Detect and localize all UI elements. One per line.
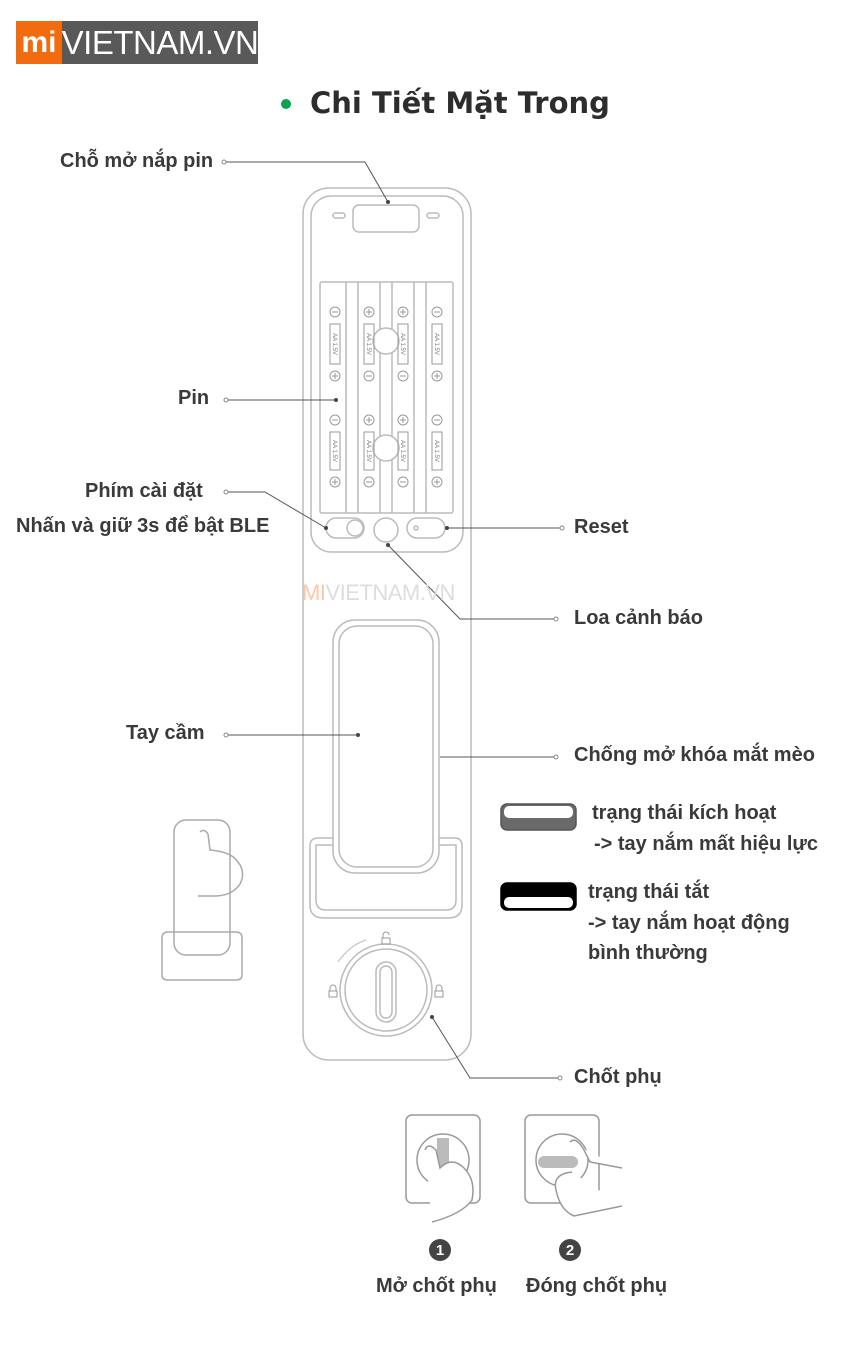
battery-plus-icon	[431, 370, 443, 382]
page-title: Chi Tiết Mặt Trong	[310, 86, 610, 120]
label-settings-key: Phím cài đặt	[85, 480, 203, 502]
battery-minus-icon	[363, 476, 375, 488]
logo: mi VIETNAM.VN	[16, 21, 259, 64]
battery-label: AA 1.5V	[433, 333, 439, 355]
label-alarm-speaker: Loa cảnh báo	[574, 607, 703, 629]
battery-minus-icon	[397, 476, 409, 488]
label-reset: Reset	[574, 516, 629, 538]
logo-mi-mark: mi	[16, 21, 62, 64]
top-panel	[310, 195, 464, 553]
step-1-illustration	[405, 1114, 481, 1223]
battery-plus-icon	[397, 306, 409, 318]
battery-cell	[431, 323, 443, 365]
battery-plus-icon	[397, 414, 409, 426]
battery-cell	[397, 323, 409, 365]
battery-plus-icon	[329, 476, 341, 488]
step-1-label: Mở chốt phụ	[376, 1275, 497, 1297]
step-2-badge: 2	[559, 1239, 581, 1261]
battery-label: AA 1.5V	[331, 333, 337, 355]
battery-minus-icon	[329, 414, 341, 426]
battery-minus-icon	[431, 306, 443, 318]
battery-cell	[363, 431, 375, 471]
battery-label: AA 1.5V	[365, 333, 371, 355]
battery-label: AA 1.5V	[399, 440, 405, 462]
bullet-icon	[281, 99, 291, 109]
legend-active-line2: -> tay nắm mất hiệu lực	[594, 833, 818, 855]
status-off-icon	[500, 882, 577, 911]
lock-body	[302, 187, 472, 1061]
battery-label: AA 1.5V	[433, 440, 439, 462]
status-active-icon	[500, 803, 577, 831]
battery-minus-icon	[363, 370, 375, 382]
label-battery: Pin	[178, 387, 210, 409]
battery-plus-icon	[329, 370, 341, 382]
label-aux-latch: Chốt phụ	[574, 1066, 662, 1088]
step-1-badge: 1	[429, 1239, 451, 1261]
label-anti-peephole: Chống mở khóa mắt mèo	[574, 744, 815, 766]
handle	[332, 619, 440, 874]
speaker	[373, 517, 399, 543]
label-handle: Tay cầm	[126, 722, 205, 744]
step-2-label: Đóng chốt phụ	[526, 1275, 668, 1297]
battery-cell	[329, 323, 341, 365]
reset-button	[406, 517, 446, 539]
hand-on-handle-illustration	[161, 819, 244, 981]
battery-cell	[397, 431, 409, 471]
handle-base	[309, 837, 463, 919]
logo-text: VIETNAM.VN	[62, 21, 259, 64]
battery-plus-icon	[431, 476, 443, 488]
legend-off-line1: trạng thái tắt	[588, 881, 710, 903]
legend-active-line1: trạng thái kích hoạt	[592, 802, 777, 824]
watermark: MIVIETNAM.VN	[302, 580, 455, 605]
label-settings-hint: Nhấn và giữ 3s để bật BLE	[16, 515, 270, 537]
legend-off-line3: bình thường	[588, 942, 708, 964]
battery-plus-icon	[363, 306, 375, 318]
step-2-illustration	[524, 1114, 623, 1217]
battery-cover-slot	[352, 204, 420, 233]
battery-label: AA 1.5V	[365, 440, 371, 462]
battery-minus-icon	[431, 414, 443, 426]
battery-label: AA 1.5V	[331, 440, 337, 462]
legend-off-line2: -> tay nắm hoạt động	[588, 912, 790, 934]
battery-tray	[319, 281, 454, 514]
battery-cell	[329, 431, 341, 471]
battery-plus-icon	[363, 414, 375, 426]
battery-label: AA 1.5V	[399, 333, 405, 355]
battery-cell	[363, 323, 375, 365]
label-battery-cover: Chỗ mở nắp pin	[60, 150, 214, 172]
battery-cell	[431, 431, 443, 471]
battery-minus-icon	[397, 370, 409, 382]
battery-minus-icon	[329, 306, 341, 318]
